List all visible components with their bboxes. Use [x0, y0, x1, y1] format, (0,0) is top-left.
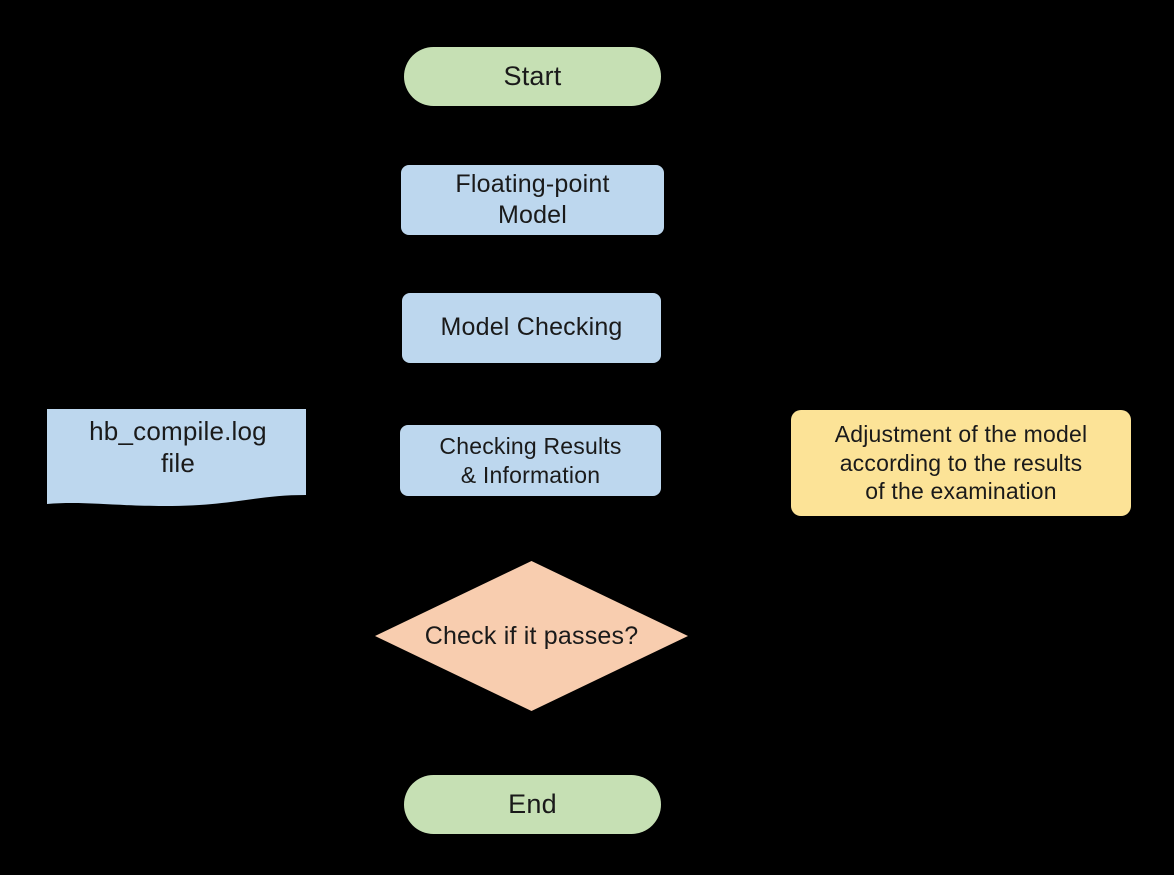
diamond-shape-icon — [375, 561, 688, 711]
node-log-file[interactable]: hb_compile.log file — [44, 405, 312, 511]
node-start[interactable]: Start — [404, 47, 661, 106]
node-checking-results[interactable]: Checking Results & Information — [400, 425, 661, 496]
node-log-file-label: hb_compile.log file — [89, 415, 267, 479]
node-decision[interactable]: Check if it passes? — [375, 561, 688, 711]
document-shape-icon — [47, 409, 306, 506]
node-adjustment[interactable]: Adjustment of the model according to the… — [791, 410, 1131, 516]
node-model-checking[interactable]: Model Checking — [402, 293, 661, 363]
node-decision-label: Check if it passes? — [424, 621, 639, 650]
node-end[interactable]: End — [404, 775, 661, 834]
node-floating-point-model[interactable]: Floating-point Model — [401, 165, 664, 235]
